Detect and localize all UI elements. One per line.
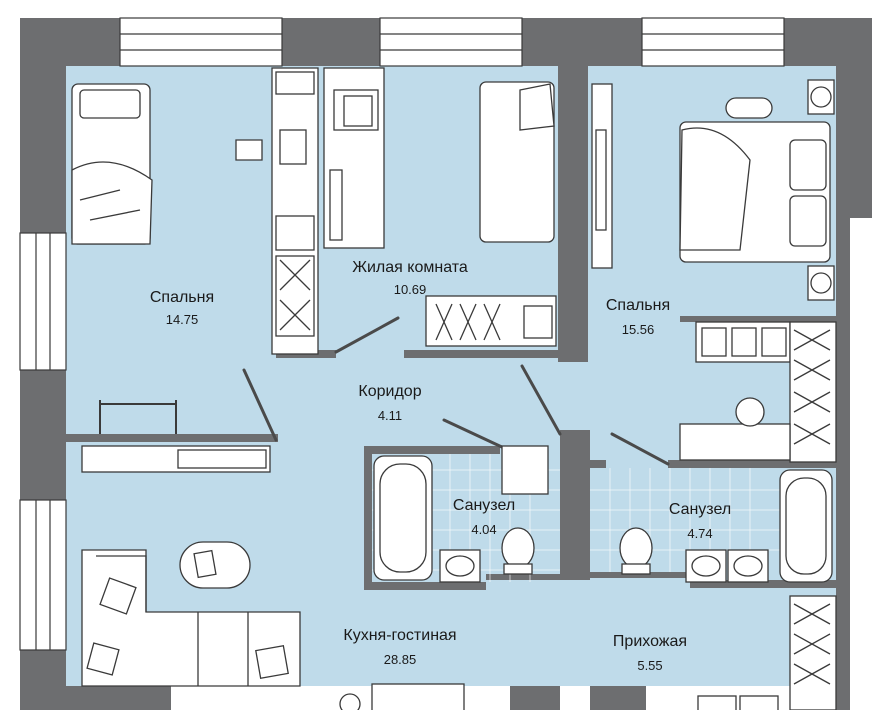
- room-name: Коридор: [358, 383, 421, 400]
- washing-machine: [501, 445, 549, 495]
- room-name: Жилая комната: [352, 259, 468, 276]
- outer-walls: [20, 18, 872, 710]
- room-area: 10.69: [394, 282, 427, 297]
- room-area: 14.75: [166, 312, 199, 327]
- window-top-2: [379, 17, 523, 67]
- room-area: 4.74: [687, 526, 712, 541]
- room-area: 4.04: [471, 522, 496, 537]
- coffee-table: [179, 541, 251, 589]
- toilet-2: [619, 527, 653, 569]
- room-area: 4.11: [378, 408, 402, 423]
- room-name: Кухня-гостиная: [343, 627, 456, 644]
- furniture: [71, 67, 837, 710]
- room-name: Санузел: [669, 501, 731, 518]
- kitchen-table: [371, 683, 465, 710]
- room-name: Спальня: [150, 289, 214, 306]
- room-area: 28.85: [384, 652, 417, 667]
- closet-right: [789, 321, 837, 463]
- sofa: [81, 549, 301, 687]
- dresser: [679, 423, 791, 461]
- room-name: Спальня: [606, 297, 670, 314]
- window-top-3: [641, 17, 785, 67]
- window-left-1: [19, 232, 67, 371]
- doors: [242, 316, 670, 466]
- room-name: Прихожая: [613, 633, 687, 650]
- slippers: [725, 97, 773, 119]
- windows: [19, 17, 785, 651]
- room-name: Санузел: [453, 497, 515, 514]
- room-area: 5.55: [637, 658, 662, 673]
- window-left-2: [19, 499, 67, 651]
- window-top-1: [119, 17, 283, 67]
- toilet-1: [501, 527, 535, 569]
- room-labels: Спальня 14.75 Жилая комната 10.69 Спальн…: [150, 259, 731, 673]
- room-area: 15.56: [622, 322, 655, 337]
- interior-walls: [66, 66, 836, 710]
